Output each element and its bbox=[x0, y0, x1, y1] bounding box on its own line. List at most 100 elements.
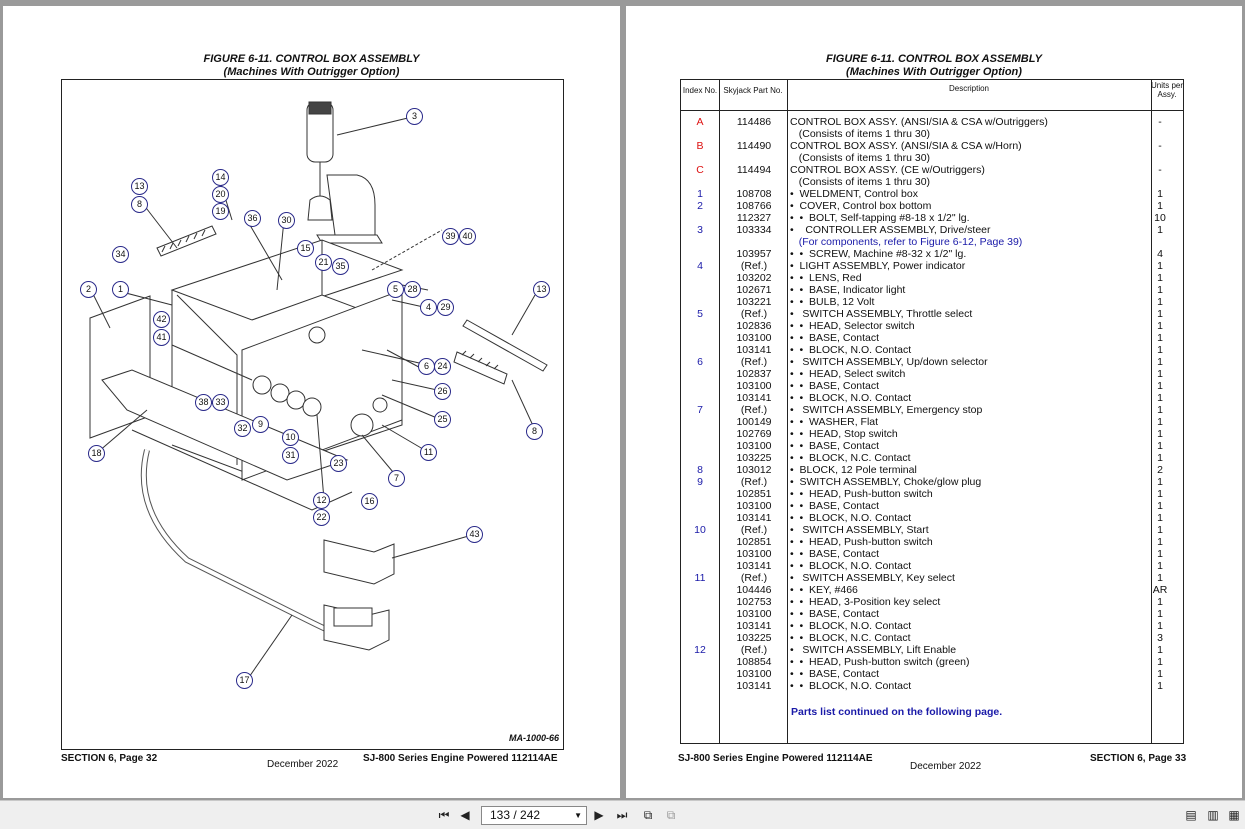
cell-qty: 1 bbox=[1157, 284, 1163, 296]
cell-description: • • BLOCK, N.O. Contact bbox=[790, 680, 912, 692]
cell-qty: 1 bbox=[1157, 560, 1163, 572]
callout-29: 29 bbox=[437, 299, 454, 316]
cell-index: 9 bbox=[697, 476, 703, 488]
callout-3: 3 bbox=[406, 108, 423, 125]
continued-note[interactable]: Parts list continued on the following pa… bbox=[791, 706, 1003, 718]
cell-part: 103100 bbox=[736, 332, 772, 344]
single-page-icon[interactable]: ▤ bbox=[1185, 808, 1197, 822]
callout-17: 17 bbox=[236, 672, 253, 689]
continuous-icon[interactable]: ▥ bbox=[1207, 808, 1219, 822]
cell-description: • SWITCH ASSEMBLY, Choke/glow plug bbox=[790, 476, 982, 488]
last-page-icon[interactable]: ⏭ bbox=[616, 808, 628, 822]
callout-13: 13 bbox=[131, 178, 148, 195]
callout-23: 23 bbox=[330, 455, 347, 472]
callout-7: 7 bbox=[388, 470, 405, 487]
cell-part: 103100 bbox=[736, 548, 772, 560]
cell-index: C bbox=[696, 164, 704, 176]
cell-description: • • BOLT, Self-tapping #8-18 x 1/2" lg. bbox=[790, 212, 970, 224]
cell-description: (Consists of items 1 thru 30) bbox=[790, 176, 931, 188]
cell-part: (Ref.) bbox=[740, 260, 768, 272]
cell-part: (Ref.) bbox=[740, 356, 768, 368]
callout-13b: 13 bbox=[533, 281, 550, 298]
cell-part: 114494 bbox=[736, 164, 772, 176]
cell-qty: 1 bbox=[1157, 296, 1163, 308]
figure-subtitle: (Machines With Outrigger Option) bbox=[223, 66, 400, 78]
first-page-icon[interactable]: ⏮ bbox=[438, 808, 450, 822]
cell-description: • CONTROLLER ASSEMBLY, Drive/steer bbox=[790, 224, 991, 236]
cell-part: 103100 bbox=[736, 668, 772, 680]
callout-9: 9 bbox=[252, 416, 269, 433]
next-page-icon[interactable]: ▶ bbox=[594, 808, 604, 822]
callout-6: 6 bbox=[418, 358, 435, 375]
callout-35: 35 bbox=[332, 258, 349, 275]
cell-qty: 2 bbox=[1157, 464, 1163, 476]
cell-index: A bbox=[696, 116, 704, 128]
cell-description: • LIGHT ASSEMBLY, Power indicator bbox=[790, 260, 966, 272]
cell-part: 103225 bbox=[736, 632, 772, 644]
cell-description: • • BLOCK, N.O. Contact bbox=[790, 560, 912, 572]
cell-qty: 1 bbox=[1157, 344, 1163, 356]
cell-part: (Ref.) bbox=[740, 644, 768, 656]
facing-icon[interactable]: ▦ bbox=[1228, 808, 1240, 822]
cell-description: • • HEAD, Push-button switch bbox=[790, 536, 933, 548]
fit-page-icon[interactable]: ⧉ bbox=[643, 808, 653, 822]
drawing-frame: 3 14 13 20 8 19 36 30 34 15 21 35 39 40 … bbox=[61, 79, 564, 750]
callout-34: 34 bbox=[112, 246, 129, 263]
callout-26: 26 bbox=[434, 383, 451, 400]
cell-part: 103100 bbox=[736, 380, 772, 392]
chevron-down-icon[interactable]: ▼ bbox=[574, 811, 582, 820]
callout-33: 33 bbox=[212, 394, 229, 411]
cell-part: (Ref.) bbox=[740, 404, 768, 416]
cell-qty: 1 bbox=[1157, 452, 1163, 464]
callout-4: 4 bbox=[420, 299, 437, 316]
cell-part: 102851 bbox=[736, 488, 772, 500]
prev-page-icon[interactable]: ◀ bbox=[460, 808, 470, 822]
cell-part: 104446 bbox=[736, 584, 772, 596]
left-page: FIGURE 6-11. CONTROL BOX ASSEMBLY (Machi… bbox=[3, 6, 620, 798]
cell-part: 102837 bbox=[736, 368, 772, 380]
cell-part: 103141 bbox=[736, 392, 772, 404]
cell-description[interactable]: (For components, refer to Figure 6-12, P… bbox=[790, 236, 1023, 248]
cell-qty: 1 bbox=[1157, 512, 1163, 524]
fit-width-icon[interactable]: ⧉ bbox=[666, 808, 676, 822]
callout-19: 19 bbox=[212, 203, 229, 220]
cell-description: • WELDMENT, Control box bbox=[790, 188, 918, 200]
callout-1: 1 bbox=[112, 281, 129, 298]
cell-part: 103225 bbox=[736, 452, 772, 464]
cell-part: 103012 bbox=[736, 464, 772, 476]
cell-index: 3 bbox=[697, 224, 703, 236]
callout-30: 30 bbox=[278, 212, 295, 229]
header-part: Skyjack Part No. bbox=[723, 86, 783, 95]
drawing-code: MA-1000-66 bbox=[508, 733, 559, 743]
callout-16: 16 bbox=[361, 493, 378, 510]
callout-28: 28 bbox=[404, 281, 421, 298]
cell-description: • • BLOCK, N.C. Contact bbox=[790, 632, 911, 644]
cell-description: • SWITCH ASSEMBLY, Throttle select bbox=[790, 308, 973, 320]
cell-qty: 1 bbox=[1157, 332, 1163, 344]
cell-part: 102671 bbox=[736, 284, 772, 296]
cell-description: • • BLOCK, N.O. Contact bbox=[790, 620, 912, 632]
page-number-input[interactable]: 133 / 242 ▼ bbox=[481, 806, 587, 825]
cell-description: • • HEAD, Stop switch bbox=[790, 428, 898, 440]
callout-15: 15 bbox=[297, 240, 314, 257]
callout-42: 42 bbox=[153, 311, 170, 328]
cell-description: • COVER, Control box bottom bbox=[790, 200, 932, 212]
cell-description: • • WASHER, Flat bbox=[790, 416, 879, 428]
cell-description: • SWITCH ASSEMBLY, Up/down selector bbox=[790, 356, 988, 368]
cell-part: 114490 bbox=[736, 140, 772, 152]
cell-description: • • BASE, Contact bbox=[790, 668, 880, 680]
cell-part: 103100 bbox=[736, 440, 772, 452]
cell-index: 8 bbox=[697, 464, 703, 476]
cell-qty: 1 bbox=[1157, 392, 1163, 404]
right-page: FIGURE 6-11. CONTROL BOX ASSEMBLY (Machi… bbox=[626, 6, 1242, 798]
cell-qty: 1 bbox=[1157, 476, 1163, 488]
cell-index: 5 bbox=[697, 308, 703, 320]
cell-description: • • HEAD, Push-button switch bbox=[790, 488, 933, 500]
cell-description: • • KEY, #466 bbox=[790, 584, 858, 596]
cell-part: (Ref.) bbox=[740, 308, 768, 320]
cell-part: 102836 bbox=[736, 320, 772, 332]
cell-qty: 3 bbox=[1157, 632, 1163, 644]
figure-subtitle: (Machines With Outrigger Option) bbox=[846, 66, 1022, 78]
cell-qty: 1 bbox=[1157, 428, 1163, 440]
cell-qty: 1 bbox=[1157, 188, 1163, 200]
